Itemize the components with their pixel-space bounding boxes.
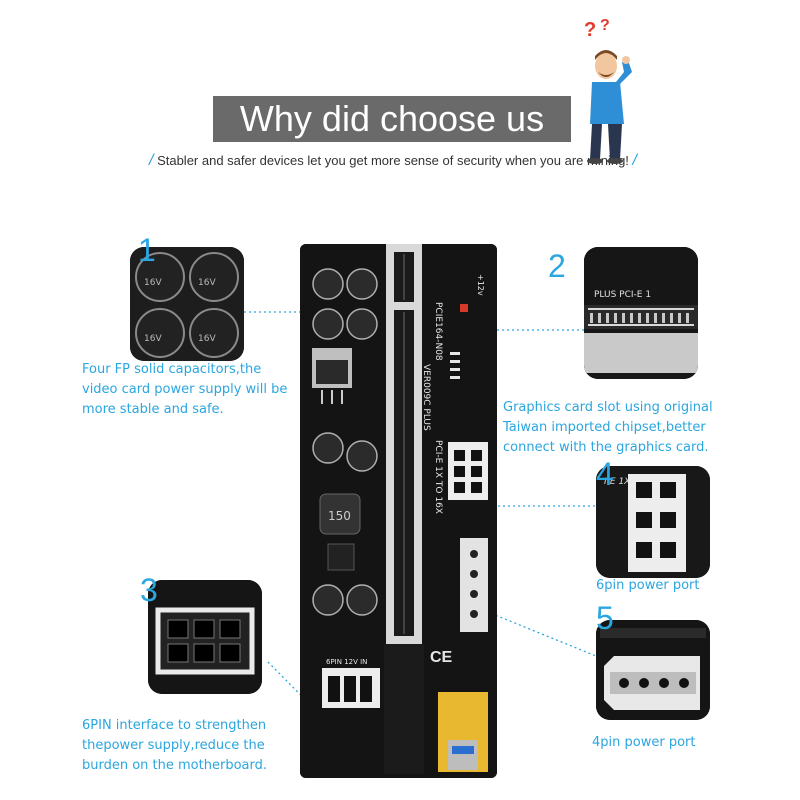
feature-3-line-2: thepower supply,reduce the (82, 738, 265, 753)
inductor-label: 150 (328, 509, 351, 523)
power-label: 6PIN 12V IN (326, 658, 367, 666)
page-title: Why did choose us (213, 96, 571, 142)
feature-2-line-3: connect with the graphics card. (503, 440, 709, 455)
feature-1-line-2: video card power supply will be (82, 382, 288, 397)
riser-board: 150 PCIE164-N08 VER009C PLUS PCI-E 1X TO… (300, 244, 497, 778)
leader-line-5 (467, 603, 597, 657)
4pin-port-thumbnail (596, 620, 710, 720)
slash-right: / (632, 152, 637, 169)
6pin-port-thumbnail: I-E 1X TO 16X (596, 466, 710, 578)
slot-thumbnail: PLUS PCI-E 1 (584, 247, 698, 379)
feature-5-line-1: 4pin power port (592, 735, 696, 750)
slash-left: / (148, 152, 154, 169)
pcie-label: PCI-E 1X TO 16X (433, 440, 443, 514)
feature-desc-3: 6PIN interface to strengthen thepower su… (82, 716, 312, 776)
svg-text:16V: 16V (144, 278, 162, 288)
subtitle-text: Stabler and safer devices let you get mo… (157, 153, 629, 168)
feature-number-1: 1 (138, 232, 156, 268)
feature-2-line-1: Graphics card slot using original (503, 400, 713, 415)
feature-1-line-1: Four FP solid capacitors,the (82, 362, 262, 377)
feature-3-line-3: burden on the motherboard. (82, 758, 267, 773)
feature-number-5: 5 (596, 600, 614, 636)
feature-4-line-1: 6pin power port (596, 578, 700, 593)
question-mark-icon: ? (584, 19, 596, 41)
feature-2-line-2: Taiwan imported chipset,better (503, 420, 706, 435)
svg-text:16V: 16V (198, 278, 216, 288)
feature-number-3: 3 (140, 572, 158, 608)
feature-number-4: 4 (596, 456, 614, 492)
feature-desc-5: 4pin power port (592, 733, 752, 753)
feature-desc-1: Four FP solid capacitors,the video card … (82, 360, 312, 420)
version-label: VER009C PLUS (421, 364, 431, 431)
confused-man-icon: ? ? (578, 14, 648, 164)
voltage-label: +12v (476, 274, 485, 296)
feature-desc-2: Graphics card slot using original Taiwan… (503, 398, 743, 458)
6pin-thumbnail (148, 580, 262, 694)
model-label: PCIE164-N08 (433, 302, 443, 361)
svg-text:?: ? (600, 17, 610, 34)
feature-3-line-1: 6PIN interface to strengthen (82, 718, 267, 733)
svg-text:16V: 16V (144, 334, 162, 344)
page-subtitle: / Stabler and safer devices let you get … (118, 152, 668, 170)
thumb2-label: PLUS PCI-E 1 (594, 290, 651, 300)
ce-mark: CE (430, 649, 453, 666)
feature-desc-4: 6pin power port (596, 576, 756, 596)
feature-1-line-3: more stable and safe. (82, 402, 224, 417)
svg-text:16V: 16V (198, 334, 216, 344)
capacitors-thumbnail: 16V 16V 16V 16V (130, 247, 244, 361)
feature-number-2: 2 (548, 248, 566, 284)
